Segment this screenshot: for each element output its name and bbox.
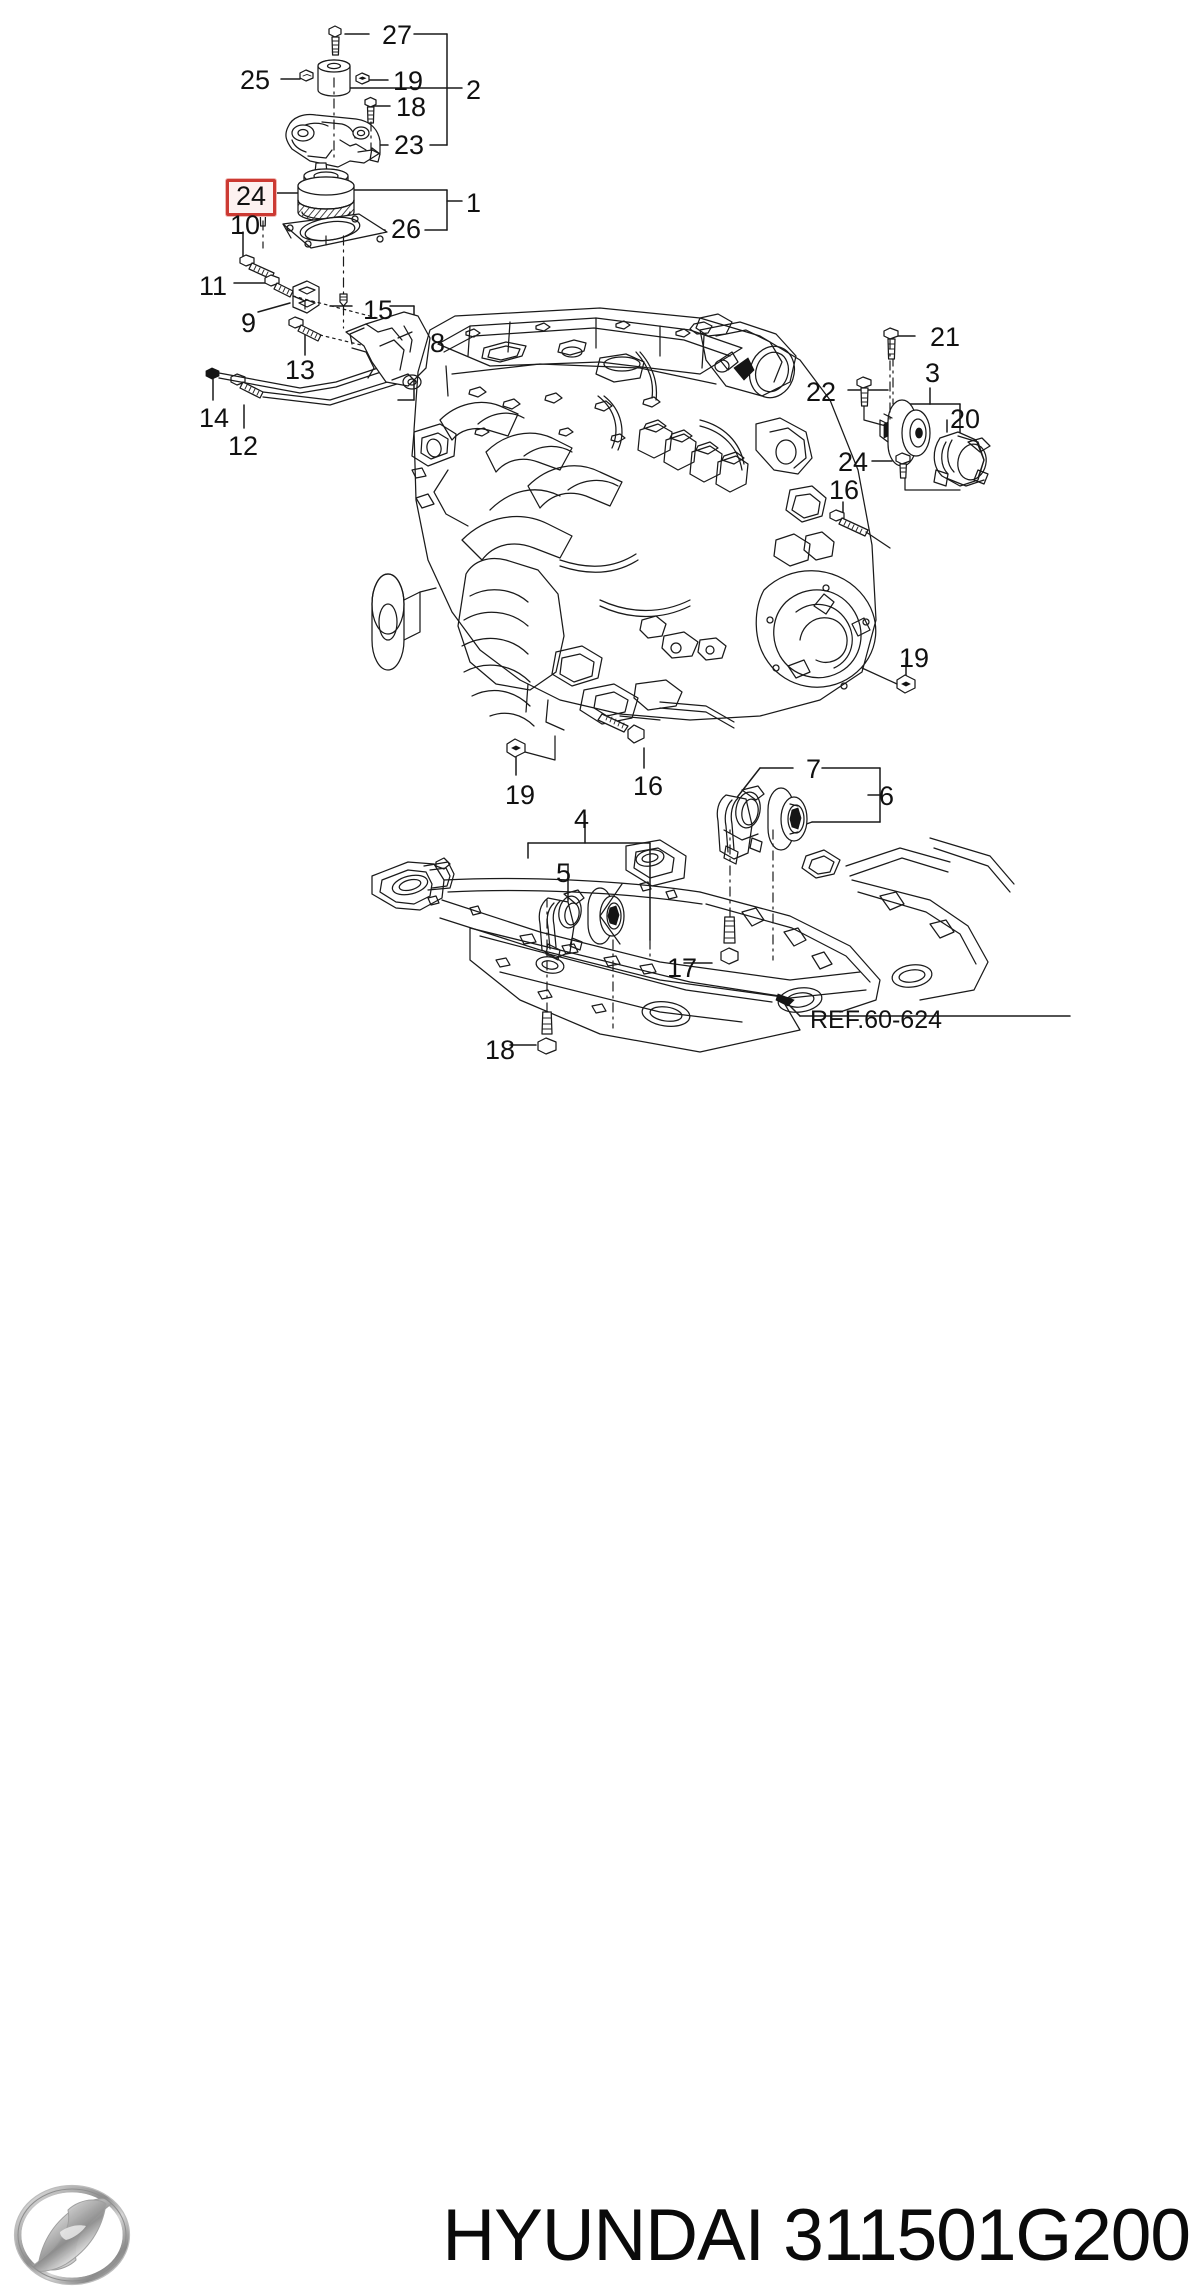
nut-19-right: [861, 657, 916, 694]
bolt-21: [883, 327, 899, 360]
clamp-5: [538, 889, 585, 961]
callout-6: 6: [879, 781, 895, 811]
bolt-17: [720, 829, 739, 965]
callout-11: 11: [199, 271, 228, 301]
brand-banner: HYUNDAI 311501G200: [0, 1090, 1200, 2286]
link-rod: [218, 361, 401, 406]
callout-2: 2: [466, 75, 482, 105]
bushing-4: [587, 887, 625, 945]
mount-cluster-4-5: [527, 814, 651, 961]
link-rod-assembly: [205, 235, 431, 429]
mount-body-3: [879, 399, 931, 467]
bottom-fasteners: [506, 713, 645, 776]
callout-9: 9: [241, 308, 257, 338]
callout-24-highlighted: 24: [226, 179, 277, 216]
bolt-18-bottom: [537, 899, 557, 1055]
callout-27: 27: [382, 20, 413, 50]
bolt-11: [239, 254, 275, 280]
callout-16: 16: [633, 771, 664, 801]
stud-15: [339, 235, 348, 329]
callout-19: 19: [505, 780, 536, 810]
callout-14: 14: [199, 403, 230, 433]
bolt-27: [328, 25, 342, 56]
diagram-linework: .s{fill:none;stroke:#1a1a1a;stroke-width…: [205, 25, 1071, 1055]
callout-19: 19: [899, 643, 930, 673]
leader-lines-top: [242, 33, 463, 259]
callout-8: 8: [430, 328, 446, 358]
bolt-22: [856, 376, 887, 427]
brand-part-number-text: HYUNDAI 311501G200: [442, 2194, 1191, 2276]
hyundai-logo: [12, 2180, 132, 2290]
bracket-8: [345, 311, 431, 390]
clamp-7: [716, 785, 765, 865]
reference-note: REF.60-624: [810, 1006, 943, 1034]
bolt-13: [288, 316, 322, 342]
callout-5: 5: [556, 858, 572, 888]
callout-25: 25: [240, 65, 271, 95]
callout-7: 7: [806, 754, 822, 784]
bolt-18-top: [364, 96, 377, 124]
callout-26: 26: [391, 214, 422, 244]
subframe-bolts: [509, 829, 739, 1055]
callout-18: 18: [485, 1035, 516, 1065]
callout-20: 20: [950, 404, 981, 434]
bolt-16-right: [829, 509, 891, 549]
callout-10: 10: [230, 210, 261, 240]
bracket-9: [292, 280, 320, 314]
callout-16: 16: [829, 475, 860, 505]
mount-cluster-6-7: [716, 767, 881, 865]
bracket-23: [285, 113, 381, 168]
callout-18: 18: [396, 92, 427, 122]
bolt-24-right: [895, 452, 911, 479]
callout-17: 17: [667, 953, 698, 983]
base-plate-26: [282, 213, 388, 249]
engine-mount-rubber: [297, 162, 355, 222]
bolt-16-bottom: [597, 713, 645, 744]
ref-arrow-60-624: [775, 993, 1071, 1017]
callout-1: 1: [466, 188, 482, 218]
callout-3: 3: [925, 358, 941, 388]
bolt-9b: [264, 274, 294, 298]
callout-23: 23: [394, 130, 425, 160]
callout-4: 4: [574, 804, 590, 834]
bushing-6: [767, 787, 808, 851]
front-subframe: [371, 837, 1015, 1053]
bracket-20: [933, 431, 991, 487]
right-mount-cluster: [829, 327, 991, 549]
exploded-diagram-canvas: .s{fill:none;stroke:#1a1a1a;stroke-width…: [0, 0, 1200, 1090]
callout-19: 19: [393, 66, 424, 96]
callout-21: 21: [930, 322, 961, 352]
callout-13: 13: [285, 355, 316, 385]
engine-block-assembly: [371, 307, 877, 731]
callout-15: 15: [363, 295, 394, 325]
callout-12: 12: [228, 431, 259, 461]
callout-22: 22: [806, 377, 837, 407]
washer-25: [299, 69, 314, 82]
nut-19: [355, 72, 370, 85]
brand-text-wrap: HYUNDAI 311501G200: [442, 2186, 1191, 2284]
callout-24: 24: [838, 447, 869, 477]
nut-14: [205, 367, 220, 380]
upper-mount-assembly: [254, 25, 388, 249]
